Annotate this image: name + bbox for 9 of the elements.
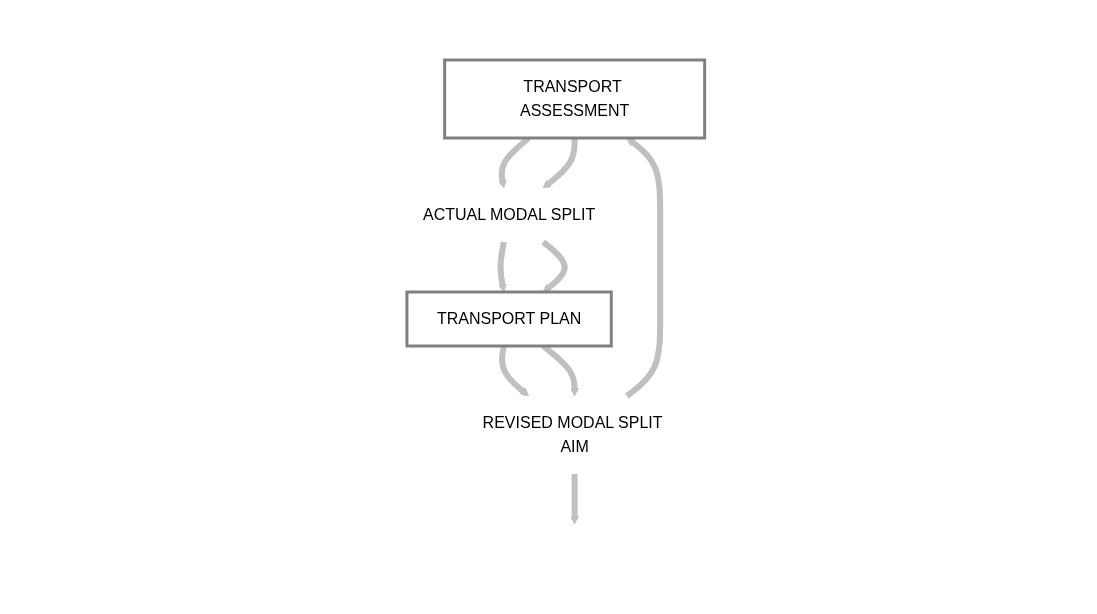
arrow: [624, 137, 663, 399]
arrow: [569, 474, 579, 525]
node-text: REVISED MODAL SPLIT AIM: [482, 414, 662, 455]
node-box: TRANSPORT PLAN: [405, 290, 613, 348]
arrow: [497, 241, 507, 293]
arrow: [540, 239, 568, 293]
node-box: TRANSPORT ASSESSMENT: [442, 58, 706, 140]
node-text: ACTUAL MODAL SPLIT: [422, 206, 595, 223]
arrow: [542, 138, 578, 189]
